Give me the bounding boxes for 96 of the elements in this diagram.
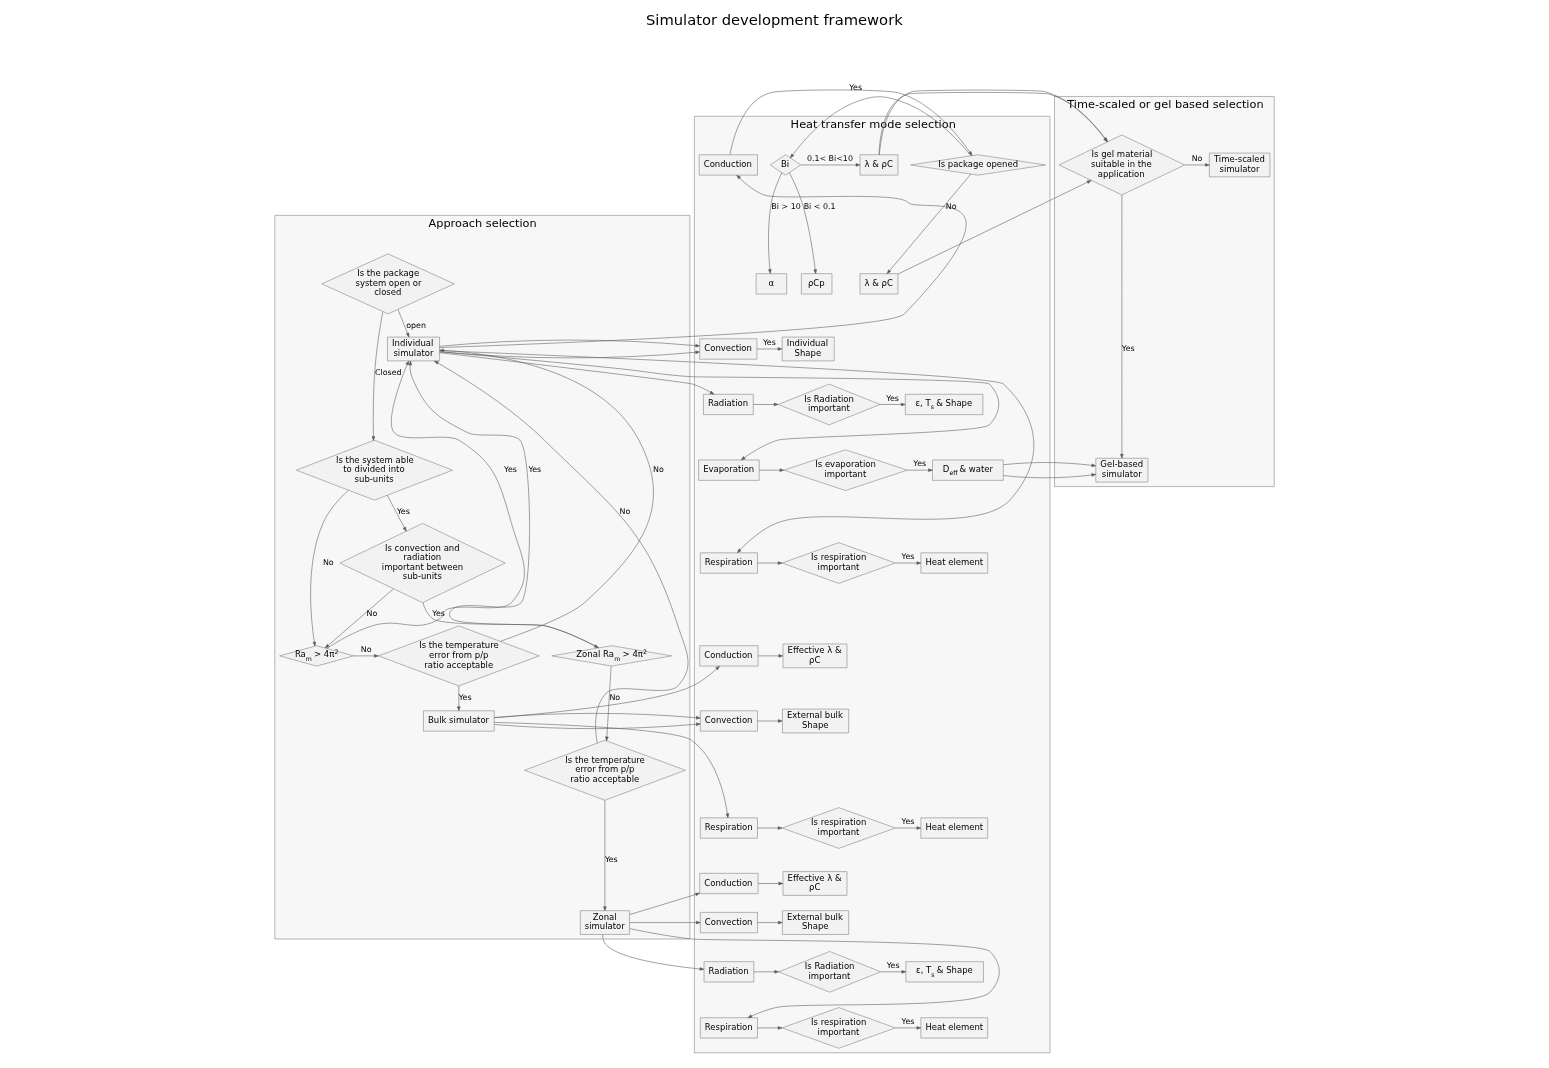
arrow <box>457 685 461 711</box>
arrow <box>1184 163 1210 167</box>
node-box: λ & ρC <box>859 273 899 295</box>
node-box: Bulk simulator <box>423 710 495 732</box>
arrow <box>494 713 701 729</box>
arrow <box>768 172 783 274</box>
arrow <box>757 654 784 658</box>
arrow <box>629 892 700 915</box>
arrow <box>789 172 817 274</box>
node-box: Individual simulator <box>387 336 440 362</box>
arrow <box>397 309 410 338</box>
arrow <box>629 928 1000 1018</box>
arrow <box>897 180 1092 275</box>
arrow <box>757 920 783 925</box>
arrow <box>895 826 922 830</box>
arrow <box>371 311 384 441</box>
arrow <box>605 665 612 742</box>
node-box: Radiation <box>703 394 754 415</box>
arrow <box>753 402 779 407</box>
node-box: Heat element <box>920 1017 988 1039</box>
node-box: Effective λ & ρC <box>782 871 848 896</box>
node-box: Individual Shape <box>781 336 835 362</box>
node-box: Gel-based simulator <box>1095 458 1149 483</box>
arrow <box>729 89 973 156</box>
arrow <box>439 174 967 348</box>
node-diamond: Is evaporation important <box>783 449 908 491</box>
arrow <box>439 339 700 359</box>
arrow <box>439 352 715 395</box>
node-diamond: Is the system able to divided into sub-units <box>296 439 453 501</box>
arrow <box>439 348 654 642</box>
node-diamond: Is the temperature error from p/p ratio acceptable <box>524 739 686 801</box>
arrow <box>753 970 779 974</box>
node-box: Heat element <box>920 552 988 574</box>
node-box: Respiration <box>700 552 758 574</box>
node-diamond: Is respiration important <box>781 542 896 584</box>
arrow <box>886 173 972 274</box>
node-box: λ & ρC <box>859 154 899 176</box>
arrow <box>895 1026 922 1030</box>
arrow <box>790 96 972 159</box>
node-box: External bulk Shape <box>782 910 849 935</box>
node-box: Conduction <box>699 873 759 894</box>
arrow <box>1003 462 1096 479</box>
node-box: ε, T$_{s}$ & Shape <box>905 961 984 983</box>
arrow <box>493 665 720 719</box>
arrow <box>324 588 394 649</box>
node-box: Respiration <box>700 1017 758 1039</box>
node-box: ρCp <box>801 273 833 295</box>
node-box: Evaporation <box>698 459 760 481</box>
node-diamond: Is the temperature error from p/p ratio acceptable <box>378 625 540 687</box>
node-box: Zonal simulator <box>580 910 630 935</box>
node-box: Respiration <box>700 817 758 839</box>
node-diamond: Is respiration important <box>781 807 896 849</box>
arrow <box>494 722 730 818</box>
arrow <box>310 489 349 647</box>
arrow <box>757 826 783 830</box>
node-box: α <box>755 273 787 295</box>
node-box: Radiation <box>703 961 755 983</box>
diagram-title: Simulator development framework <box>645 10 903 28</box>
arrow <box>757 719 783 723</box>
arrow <box>907 468 933 472</box>
node-diamond: Is package opened <box>910 154 1046 176</box>
node-box: Effective λ & ρC <box>782 643 848 669</box>
node-box: External bulk Shape <box>782 708 849 734</box>
arrow <box>326 360 525 649</box>
node-diamond: Is respiration important <box>781 1007 896 1049</box>
node-diamond: Is Radiation important <box>777 383 881 426</box>
arrow <box>756 347 783 351</box>
arrow <box>895 561 922 565</box>
arrow <box>439 350 1034 553</box>
arrow <box>757 561 783 565</box>
node-box: ε, T$_{s}$ & Shape <box>905 394 984 415</box>
node-box: D$_{eff}$ & water <box>932 459 1004 481</box>
arrow <box>439 351 1000 461</box>
node-box: Convection <box>700 710 758 732</box>
node-box: Conduction <box>699 645 759 667</box>
arrow <box>603 800 607 911</box>
arrow <box>878 89 1108 155</box>
arrow <box>800 163 861 167</box>
node-box: Convection <box>699 338 758 360</box>
arrow <box>879 402 906 407</box>
arrow <box>758 468 785 472</box>
arrow <box>757 1026 783 1030</box>
node-box: Time-scaled simulator <box>1209 152 1271 178</box>
arrow <box>1120 194 1124 459</box>
node-box: Convection <box>700 912 758 934</box>
node-box: Heat element <box>920 817 988 839</box>
arrow <box>353 654 379 658</box>
node-diamond: Is Radiation important <box>778 951 881 993</box>
arrow <box>629 920 701 925</box>
arrow <box>387 495 407 532</box>
arrow <box>757 881 784 886</box>
arrow <box>602 934 705 971</box>
node-box: Conduction <box>698 154 758 176</box>
arrow <box>880 970 907 974</box>
arrow <box>434 360 689 744</box>
node-diamond: Is the package system open or closed <box>321 253 455 315</box>
